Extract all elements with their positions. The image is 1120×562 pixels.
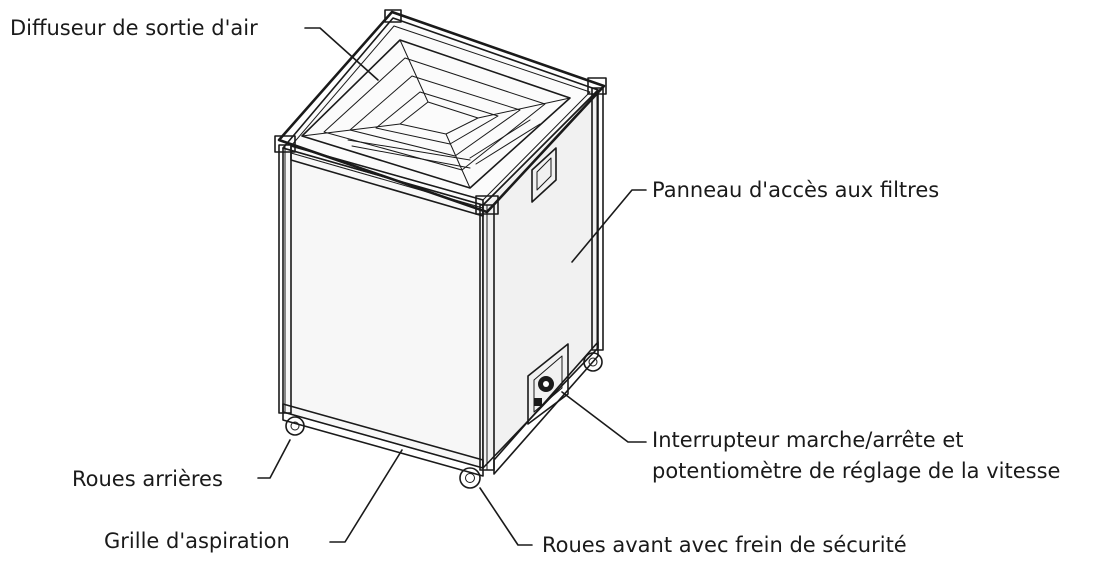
label-diffuser: Diffuseur de sortie d'air	[10, 16, 258, 40]
front-wheel-left	[459, 467, 481, 489]
corner-cap	[587, 77, 607, 95]
label-front-wheels: Roues avant avec frein de sécurité	[542, 533, 907, 557]
label-switch-line1: Interrupteur marche/arrête et	[652, 428, 964, 452]
corner-cap	[475, 195, 499, 215]
corner-cap	[274, 135, 296, 153]
power-switch	[534, 398, 542, 406]
label-intake-grille: Grille d'aspiration	[104, 529, 290, 553]
leader-filter-panel	[571, 189, 647, 263]
label-switch-line2: potentiomètre de réglage de la vitesse	[652, 459, 1060, 483]
front-wheel-right	[583, 352, 603, 372]
leader-switch	[561, 391, 647, 443]
air-purifier-unit	[274, 9, 607, 489]
leader-intake-grille	[329, 449, 403, 543]
leader-rear-wheels	[257, 439, 291, 479]
top-front-rail	[290, 145, 484, 217]
air-outlet-diffuser	[301, 39, 571, 189]
intake-grille-rail	[282, 403, 484, 477]
label-filter-panel: Panneau d'accès aux filtres	[652, 178, 939, 202]
rear-wheel-left	[285, 416, 305, 436]
side-handle	[531, 147, 557, 203]
corner-cap	[384, 9, 402, 23]
label-rear-wheels: Roues arrières	[72, 467, 223, 491]
leader-front-wheels	[479, 487, 533, 546]
top-frame-outer	[277, 10, 606, 214]
leader-diffuser	[304, 27, 379, 81]
control-box	[527, 343, 569, 425]
leader-lines	[257, 27, 647, 546]
